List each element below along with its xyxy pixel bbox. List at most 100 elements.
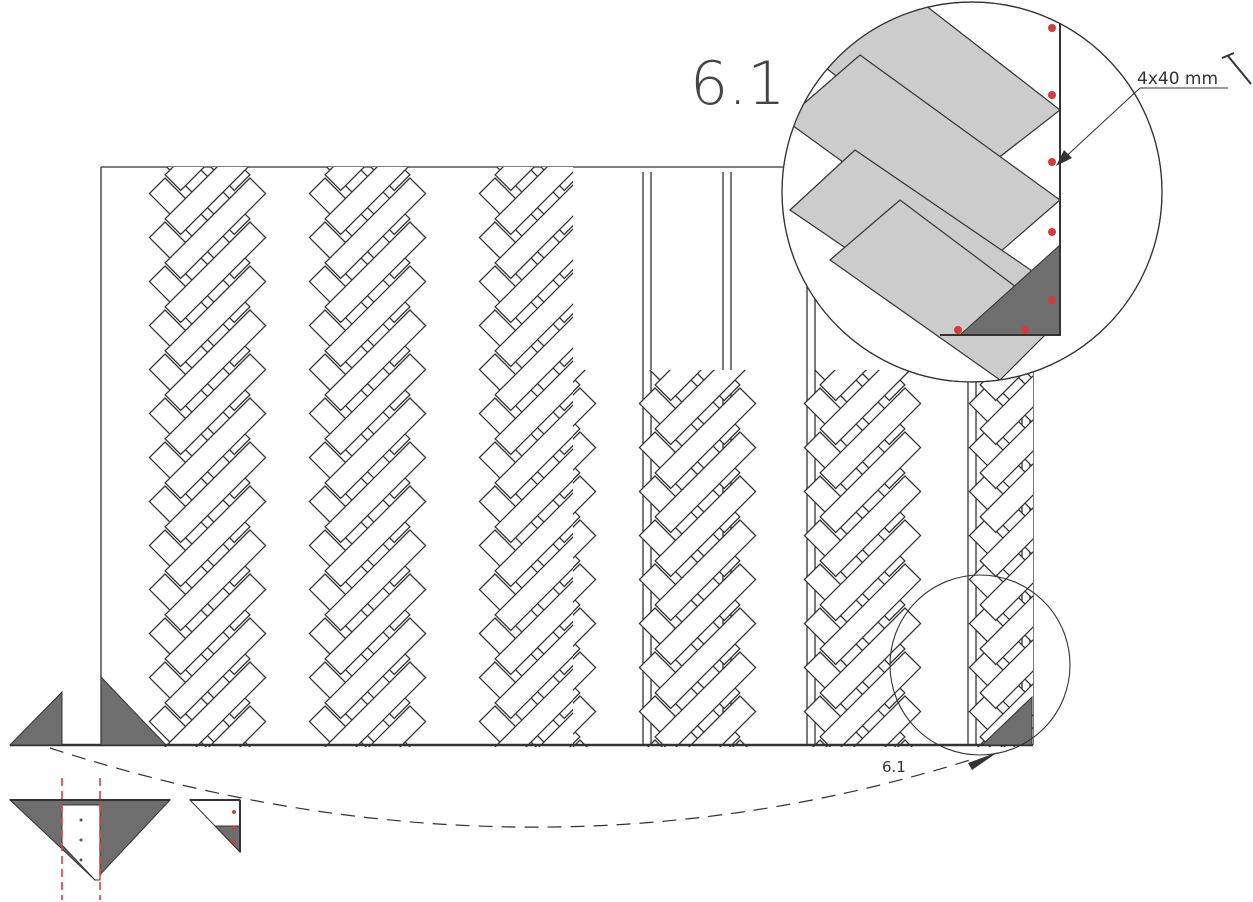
board	[979, 419, 1033, 490]
board	[494, 316, 573, 412]
board	[324, 353, 427, 456]
board	[819, 387, 922, 490]
fastener-point	[1048, 24, 1056, 32]
board	[573, 553, 581, 569]
board	[573, 431, 597, 472]
board	[0, 388, 76, 488]
board	[573, 739, 588, 747]
board	[0, 354, 76, 454]
board	[324, 167, 366, 192]
board	[979, 551, 1033, 622]
board-column	[0, 300, 76, 840]
board	[325, 740, 425, 840]
board	[0, 564, 76, 664]
board	[655, 178, 755, 278]
board	[538, 712, 573, 747]
board	[494, 272, 573, 368]
board	[979, 639, 1033, 710]
board	[164, 617, 267, 720]
board	[164, 221, 267, 324]
board	[164, 661, 267, 747]
fastener-point	[1021, 326, 1029, 334]
arrowhead-icon	[968, 752, 998, 770]
board	[819, 563, 922, 666]
board-column	[324, 167, 427, 747]
board	[0, 662, 76, 762]
board	[732, 739, 748, 747]
board	[164, 573, 267, 676]
board	[494, 360, 573, 456]
board	[324, 573, 427, 676]
board	[0, 432, 76, 532]
board	[494, 184, 573, 280]
board	[494, 228, 573, 324]
board-column	[573, 370, 597, 747]
board	[164, 167, 250, 236]
board	[573, 729, 581, 745]
board-column	[494, 167, 573, 747]
board	[324, 485, 427, 588]
board	[164, 485, 267, 588]
board	[819, 370, 912, 446]
board	[368, 705, 427, 747]
board	[0, 398, 76, 498]
detail-ref-label: 6.1	[882, 758, 906, 776]
board	[494, 167, 536, 192]
board	[164, 441, 267, 544]
board	[897, 739, 913, 747]
board	[573, 563, 597, 604]
board	[980, 750, 1080, 850]
zoomed-frame-edge	[940, 20, 1061, 336]
board	[969, 750, 1069, 850]
board	[979, 463, 1033, 534]
board	[655, 134, 755, 234]
board	[164, 529, 267, 632]
board	[853, 695, 922, 747]
corner-fixing-detail	[188, 799, 241, 854]
board	[494, 404, 573, 500]
board	[0, 310, 76, 410]
board	[309, 740, 409, 840]
corner-piece-right	[980, 695, 1033, 746]
board	[819, 475, 922, 578]
board	[654, 431, 757, 534]
board	[639, 266, 739, 366]
board	[573, 475, 597, 516]
board	[208, 705, 267, 747]
board	[655, 222, 755, 322]
board	[573, 607, 597, 648]
board	[688, 695, 757, 747]
fastener-point	[1048, 91, 1056, 99]
fastener-point	[954, 326, 962, 334]
board	[573, 370, 587, 384]
board	[494, 536, 573, 632]
board-column	[164, 167, 267, 747]
reference-arc	[49, 747, 971, 828]
board	[324, 177, 427, 280]
board	[819, 431, 922, 534]
board	[819, 651, 922, 747]
board	[324, 617, 427, 720]
fastener-point	[1048, 296, 1056, 304]
board	[980, 740, 1080, 840]
stud	[967, 380, 977, 745]
board	[164, 309, 267, 412]
board-column	[654, 370, 757, 747]
board	[164, 397, 267, 500]
board	[0, 486, 76, 586]
board	[573, 519, 597, 560]
board	[819, 519, 922, 622]
fastener-label: 4x40 mm	[1137, 69, 1218, 89]
board	[573, 387, 597, 428]
board	[573, 509, 581, 525]
board	[324, 309, 427, 412]
board	[164, 353, 267, 456]
board	[0, 608, 76, 708]
board	[0, 618, 76, 718]
fastener-callout: 4x40 mm	[1056, 52, 1252, 166]
board	[494, 167, 573, 236]
board	[479, 750, 579, 850]
corner-piece-mid	[100, 675, 168, 746]
board	[0, 344, 76, 444]
board	[654, 387, 757, 490]
